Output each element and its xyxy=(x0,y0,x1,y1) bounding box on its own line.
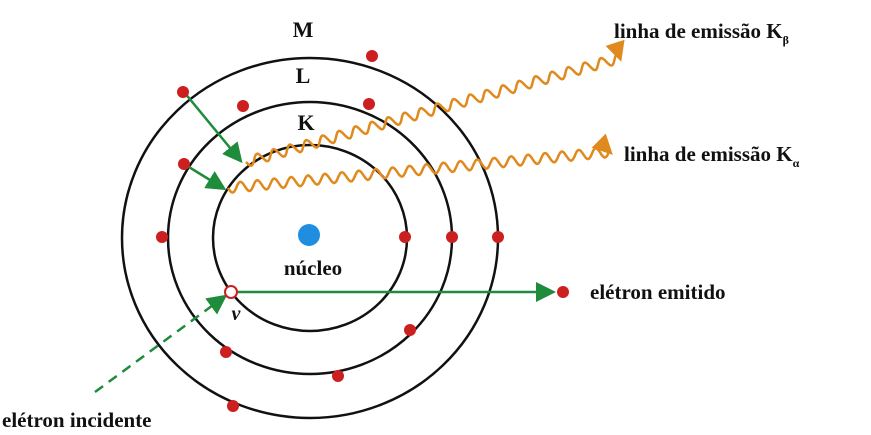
shell-l-label: L xyxy=(296,63,311,88)
electron-l-3 xyxy=(178,158,190,170)
electron-m-1 xyxy=(366,50,378,62)
nucleus-dot xyxy=(298,224,320,246)
electron-m-3 xyxy=(156,231,168,243)
vacancy-label: v xyxy=(232,303,242,325)
shell-m-label: M xyxy=(293,17,314,42)
electron-l-5 xyxy=(220,346,232,358)
shell-k-label: K xyxy=(297,110,314,135)
electron-l-4 xyxy=(446,231,458,243)
emitted-electron-dot xyxy=(557,286,569,298)
k-beta-line-label: linha de emissão Kβ xyxy=(614,19,789,47)
electron-m-4 xyxy=(492,231,504,243)
electron-m-5 xyxy=(227,400,239,412)
electron-m-2 xyxy=(177,86,189,98)
incident-electron-label: elétron incidente xyxy=(2,408,152,432)
electron-l-7 xyxy=(332,370,344,382)
electron-l-6 xyxy=(404,324,416,336)
incident-electron-arrow xyxy=(94,294,228,394)
l-to-k-transition-arrow xyxy=(183,162,227,191)
nucleus-label: núcleo xyxy=(284,256,342,280)
k-alpha-line-label: linha de emissão Kα xyxy=(624,142,800,170)
electron-k-1 xyxy=(399,231,411,243)
vacancy-hole xyxy=(224,285,238,299)
electron-l-2 xyxy=(363,98,375,110)
m-to-k-transition-arrow xyxy=(183,91,243,164)
k-alpha-photon xyxy=(226,133,613,194)
emitted-electron-label: elétron emitido xyxy=(590,280,726,304)
k-beta-photon xyxy=(245,39,625,167)
electron-l-1 xyxy=(237,100,249,112)
